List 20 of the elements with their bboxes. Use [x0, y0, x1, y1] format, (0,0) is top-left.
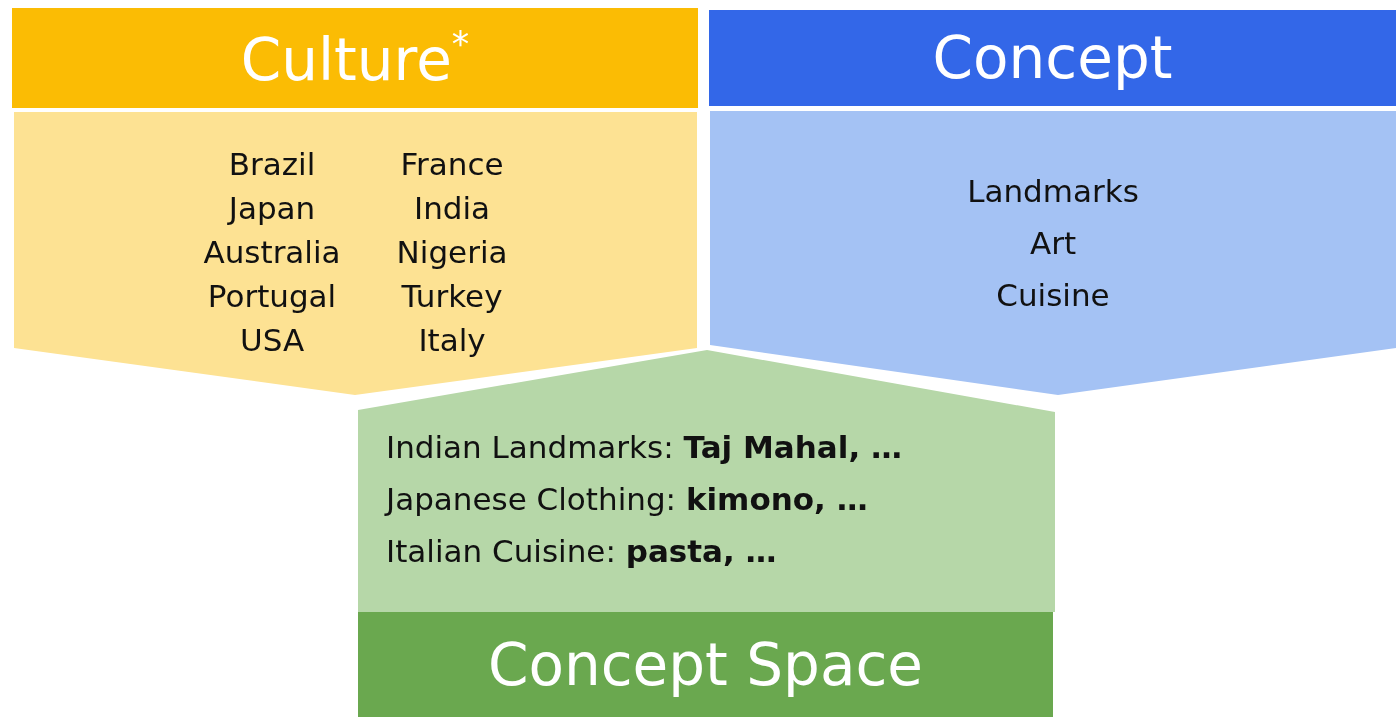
header-bar	[12, 8, 698, 108]
list-item: Brazil	[228, 145, 316, 184]
list-item: Portugal	[207, 277, 337, 316]
list-item: Italian Cuisine: pasta, …	[386, 532, 777, 571]
list-item: Japanese Clothing: kimono, …	[386, 480, 868, 519]
list-item: Nigeria	[396, 233, 508, 272]
list-item: Australia	[203, 233, 341, 272]
header-bar	[709, 10, 1396, 106]
list-item: Japan	[228, 189, 316, 228]
list-item: Turkey	[401, 277, 503, 316]
list-item: USA	[239, 321, 305, 360]
list-item: Indian Landmarks: Taj Mahal, …	[386, 428, 902, 467]
list-item: France	[400, 145, 504, 184]
list-item: Landmarks	[967, 172, 1139, 211]
header-title: Culture$^{*}$	[240, 26, 470, 90]
list-item: Art	[1029, 224, 1077, 263]
header-bar	[358, 612, 1053, 717]
list-item: Cuisine	[996, 276, 1110, 315]
list-item: Italy	[418, 321, 486, 360]
list-item: India	[414, 189, 491, 228]
